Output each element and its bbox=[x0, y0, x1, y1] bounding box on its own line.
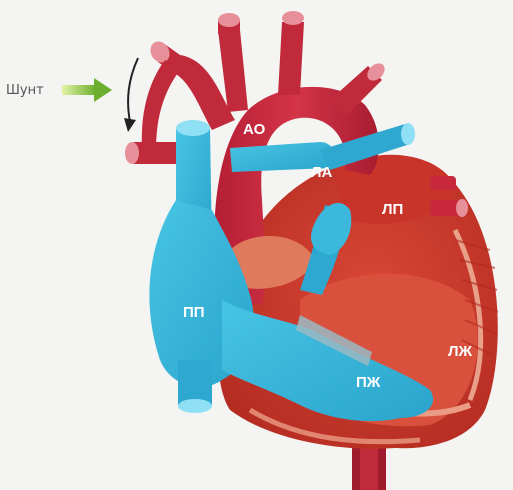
aorta-label: АО bbox=[243, 121, 266, 138]
shunt-arrow bbox=[62, 78, 112, 102]
left-atrium-label: ЛП bbox=[382, 201, 403, 218]
right-ventricle-label: ПЖ bbox=[356, 374, 381, 391]
right-atrium-label: ПП bbox=[183, 304, 205, 321]
shunt-label: Шунт bbox=[6, 83, 44, 98]
curved-down-arrow-icon bbox=[124, 58, 138, 132]
pulmonary-artery-label: ЛА bbox=[311, 164, 333, 181]
left-ventricle-label: ЛЖ bbox=[448, 343, 473, 360]
